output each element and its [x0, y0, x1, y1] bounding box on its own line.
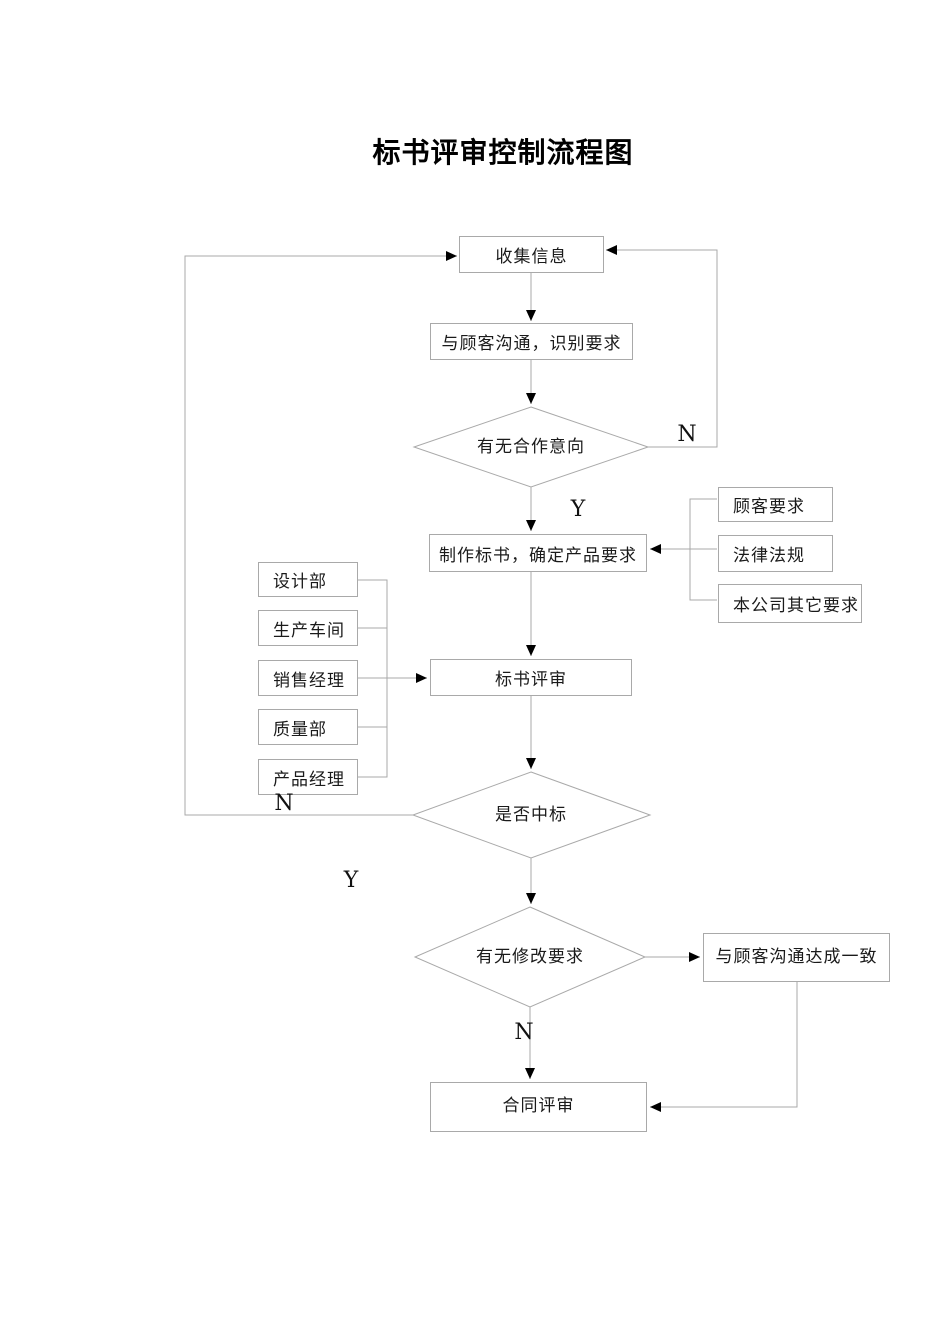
edge-label-win-no: N	[274, 791, 294, 816]
node-communicate-identify: 与顾客沟通，识别要求	[430, 323, 633, 360]
node-product-manager: 产品经理	[258, 759, 358, 795]
node-company-other-requirements: 本公司其它要求	[718, 584, 862, 623]
node-communicate-identify-label: 与顾客沟通，识别要求	[441, 334, 622, 354]
edge-label-modify-no: N	[514, 1020, 534, 1045]
page-title: 标书评审控制流程图	[372, 136, 634, 169]
node-customer-requirements-label: 顾客要求	[733, 497, 805, 517]
node-sales-manager: 销售经理	[258, 660, 358, 696]
node-customer-requirements: 顾客要求	[718, 487, 833, 522]
node-laws-regulations-label: 法律法规	[733, 546, 805, 566]
node-bid-review-label: 标书评审	[495, 670, 567, 690]
node-contract-review: 合同评审	[430, 1082, 647, 1132]
decision-win-bid-shape	[411, 771, 652, 859]
node-win-bid-label: 是否中标	[495, 805, 567, 825]
node-production-workshop-label: 生产车间	[273, 620, 345, 641]
node-collect-info: 收集信息	[459, 236, 604, 273]
node-quality-dept-label: 质量部	[273, 719, 327, 740]
node-company-other-requirements-label: 本公司其它要求	[733, 596, 859, 616]
decision-cooperation-intent-shape	[412, 406, 650, 488]
node-bid-review: 标书评审	[430, 659, 632, 696]
node-reach-agreement-label: 与顾客沟通达成一致	[715, 947, 878, 967]
node-design-dept-label: 设计部	[273, 572, 327, 592]
edge-label-cooperation-yes: Y	[570, 497, 586, 522]
node-design-dept: 设计部	[258, 562, 358, 597]
node-cooperation-intent-label: 有无合作意向	[477, 437, 585, 457]
edge-label-win-yes: Y	[343, 868, 359, 893]
node-contract-review-label: 合同评审	[502, 1096, 575, 1116]
node-production-workshop: 生产车间	[258, 610, 358, 646]
node-sales-manager-label: 销售经理	[273, 670, 345, 691]
edge-label-cooperation-no: N	[677, 422, 697, 447]
node-product-manager-label: 产品经理	[273, 769, 345, 790]
node-laws-regulations: 法律法规	[718, 535, 833, 572]
connector-winbid-no-loop	[184, 251, 457, 816]
node-modify-request-label: 有无修改要求	[476, 947, 584, 967]
node-reach-agreement: 与顾客沟通达成一致	[703, 933, 890, 982]
node-make-bid-label: 制作标书，确定产品要求	[439, 545, 637, 566]
decision-modify-request-shape	[413, 906, 647, 1008]
node-quality-dept: 质量部	[258, 709, 358, 745]
connector-agreement-to-contract	[650, 982, 798, 1112]
node-collect-info-label: 收集信息	[495, 247, 568, 267]
connector-cooperation-no-loop	[606, 245, 718, 448]
node-make-bid: 制作标书，确定产品要求	[429, 534, 647, 572]
